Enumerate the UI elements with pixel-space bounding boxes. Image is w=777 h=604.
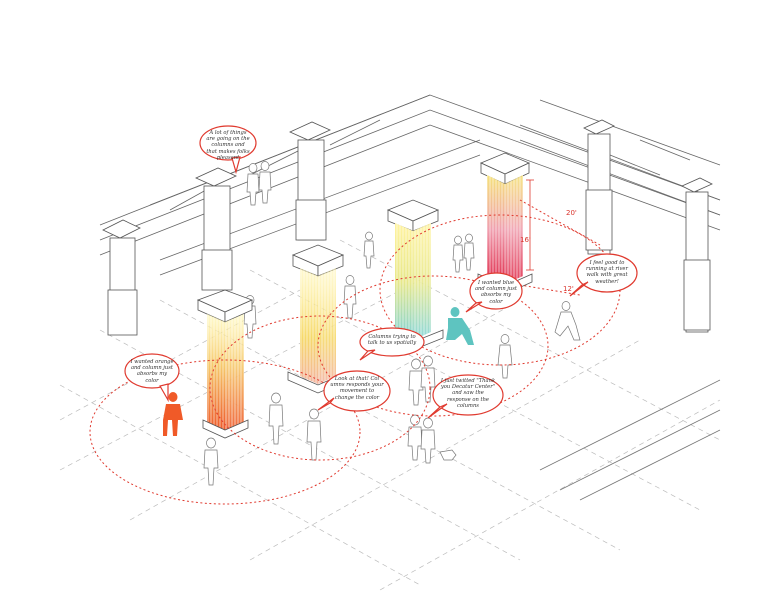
sidewalk-edges [539,379,721,501]
dimension-label-20ft: 20' [566,209,577,217]
dimension-label-12ft: 12' [563,285,574,293]
bubble-text-running: I feel good to running at river walk wit… [586,260,628,285]
bubble-text-pleasant: A lot of things are going on the columns… [206,130,250,161]
orange-person [163,392,183,436]
background-people [203,161,581,486]
bubble-text-twitted: I just twitted "Thank you Decatur Center… [440,378,496,409]
influence-zones [89,199,621,505]
column-pink [477,152,533,295]
bubble-text-orange: I wanted orange and column just absorbs … [130,359,174,384]
column-orange [196,289,254,439]
bubble-text-responds: Look at that! Col umns responds your mov… [330,376,384,401]
column-blue [383,199,444,351]
dimension-label-16ft: 16' [520,236,531,244]
dimension-markers [526,179,534,271]
ground-grid [59,239,721,591]
teal-person [446,307,474,345]
speech-bubbles [124,125,638,419]
bubble-text-blue: I wanted blue and column just absorbs my… [474,280,518,305]
background-posts [102,119,713,336]
bubble-text-spatially: Columns trying to talk to us spatially [367,334,417,347]
column-yellow [287,244,349,394]
